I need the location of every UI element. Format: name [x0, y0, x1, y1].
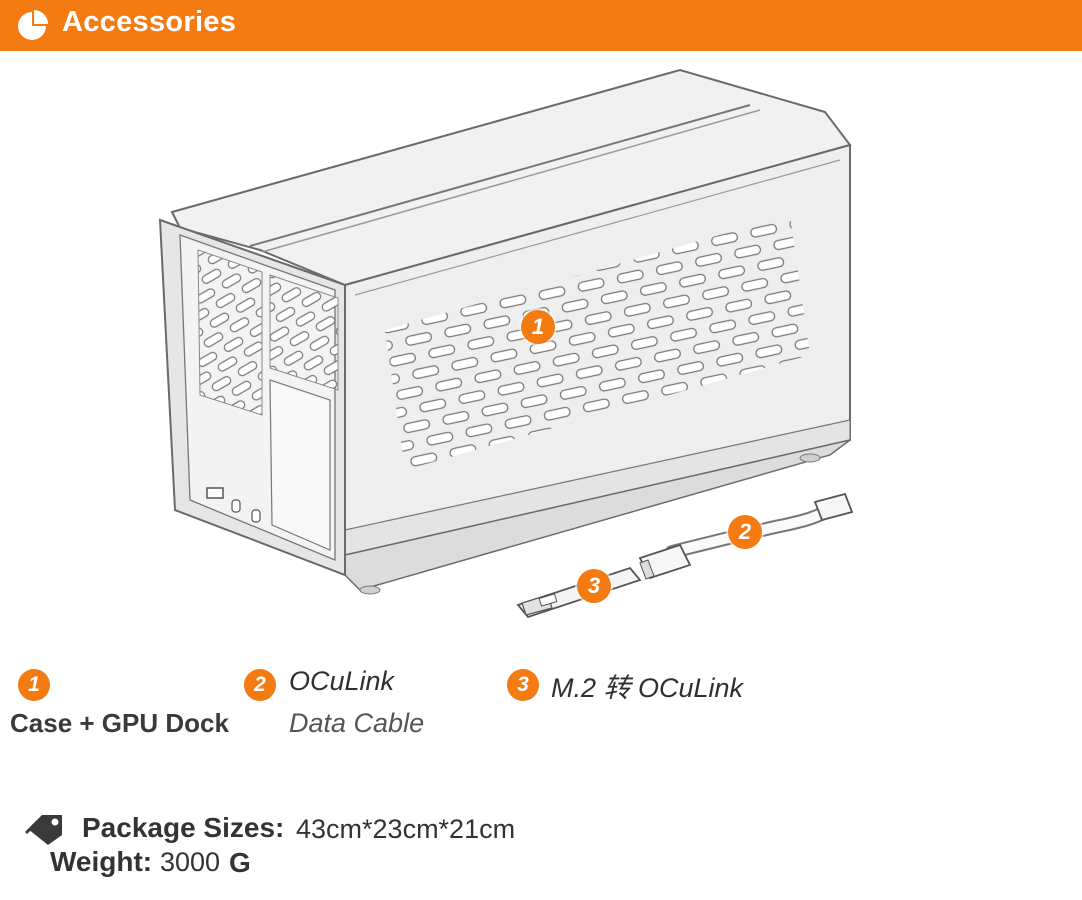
marker-cable: 2: [728, 515, 762, 549]
marker-adapter: 3: [577, 569, 611, 603]
legend-number-3: 3: [507, 669, 539, 701]
pie-chart-icon: [18, 10, 48, 40]
marker-case: 1: [521, 310, 555, 344]
package-sizes-value: 43cm*23cm*21cm: [296, 814, 516, 844]
header-bar: Accessories: [0, 0, 1082, 51]
legend-item-2-subtitle: Data Cable: [289, 708, 425, 738]
legend-number-2: 2: [244, 669, 276, 701]
legend-number-1: 1: [18, 669, 50, 701]
package-sizes-label: Package Sizes:: [82, 812, 285, 843]
case-gpu-dock: [158, 68, 852, 595]
tag-icon: [24, 815, 62, 845]
weight-value: 3000: [160, 847, 221, 877]
product-illustration: [158, 68, 854, 619]
legend-item-2-title: OCuLink: [289, 666, 395, 696]
oculink-cable: [638, 492, 854, 580]
page-title: Accessories: [62, 6, 237, 38]
legend-item-3-title: M.2 转 OCuLink: [551, 673, 744, 703]
legend-item-1-label: Case + GPU Dock: [10, 708, 229, 738]
weight-unit: G: [229, 847, 251, 878]
weight-label: Weight:: [50, 846, 153, 877]
